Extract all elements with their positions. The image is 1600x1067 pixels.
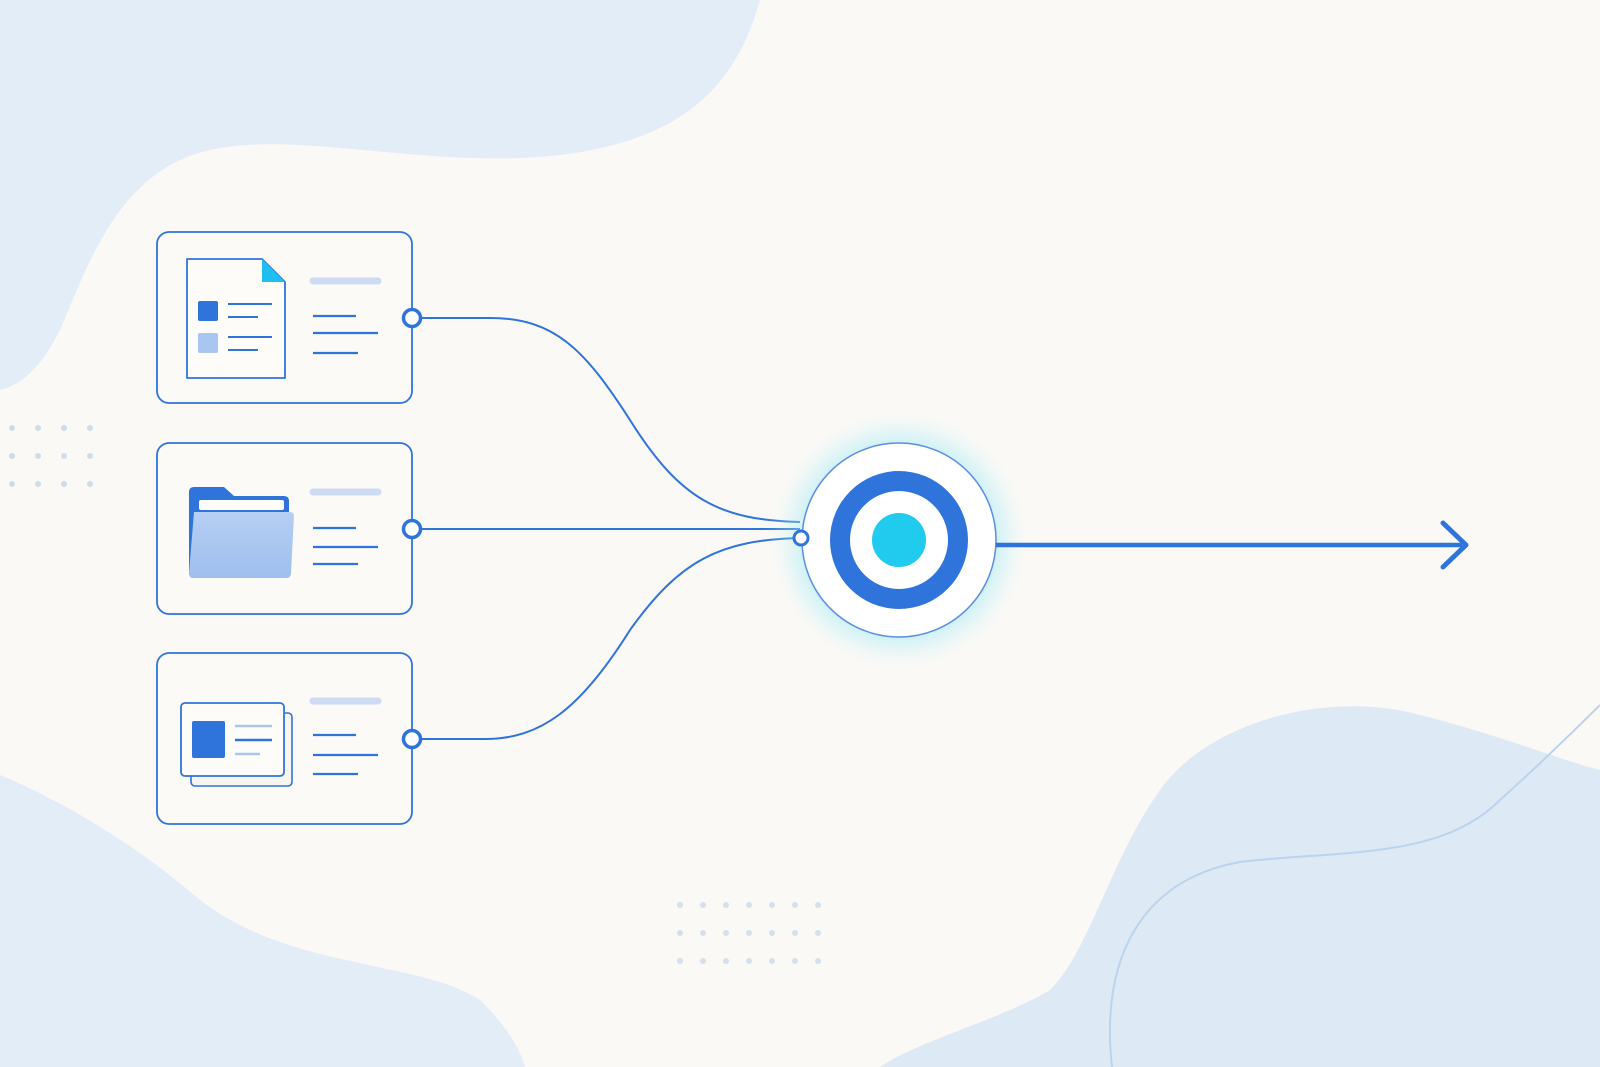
decorative-dot (769, 958, 775, 964)
decorative-dot (815, 930, 821, 936)
decorative-dot (769, 930, 775, 936)
decorative-dot (792, 930, 798, 936)
blob-bottom-left (0, 775, 525, 1067)
decorative-dot (700, 930, 706, 936)
card-text-lines (309, 277, 382, 355)
decorative-dot (61, 425, 67, 431)
decorative-dot (9, 425, 15, 431)
decorative-dot (723, 958, 729, 964)
output-port[interactable] (401, 307, 423, 329)
output-port[interactable] (401, 518, 423, 540)
card-text-lines (309, 697, 382, 776)
connector-top (412, 317, 801, 523)
decorative-dot (700, 958, 706, 964)
output-port[interactable] (401, 728, 423, 750)
document-icon (186, 258, 286, 379)
decorative-dot (61, 453, 67, 459)
dot-grid-bottom (677, 902, 821, 964)
decorative-dot (815, 902, 821, 908)
decorative-dot (700, 902, 706, 908)
decorative-dot (677, 930, 683, 936)
media-card-icon (180, 702, 293, 787)
decorative-dot (61, 481, 67, 487)
target-icon (830, 471, 968, 609)
blob-bottom-right (880, 706, 1600, 1067)
connector-bottom (412, 537, 801, 740)
card-text-lines (309, 488, 382, 566)
decorative-dot (35, 481, 41, 487)
decorative-dot (746, 930, 752, 936)
input-card-media[interactable] (156, 652, 423, 825)
decorative-dot (9, 453, 15, 459)
arrow-right-icon (1440, 520, 1469, 570)
hub-node[interactable] (764, 405, 1034, 675)
blob-top-left (0, 0, 760, 390)
decorative-dot (9, 481, 15, 487)
dot-grid-left (9, 425, 93, 487)
decorative-dot (677, 958, 683, 964)
decorative-dot (35, 453, 41, 459)
decorative-dot (87, 453, 93, 459)
input-card-folder[interactable] (156, 442, 423, 615)
decorative-dot (815, 958, 821, 964)
decorative-curve (1108, 704, 1600, 1067)
input-card-document[interactable] (156, 231, 423, 404)
decorative-dot (87, 481, 93, 487)
decorative-dot (746, 902, 752, 908)
decorative-dot (769, 902, 775, 908)
decorative-dot (792, 902, 798, 908)
decorative-dot (35, 425, 41, 431)
folder-icon (189, 487, 294, 578)
decorative-dot (746, 958, 752, 964)
output-arrow (996, 520, 1469, 570)
input-port[interactable] (792, 529, 810, 547)
decorative-dot (792, 958, 798, 964)
decorative-dot (677, 902, 683, 908)
connectors (412, 317, 801, 740)
decorative-dot (723, 930, 729, 936)
decorative-dot (723, 902, 729, 908)
decorative-dot (87, 425, 93, 431)
